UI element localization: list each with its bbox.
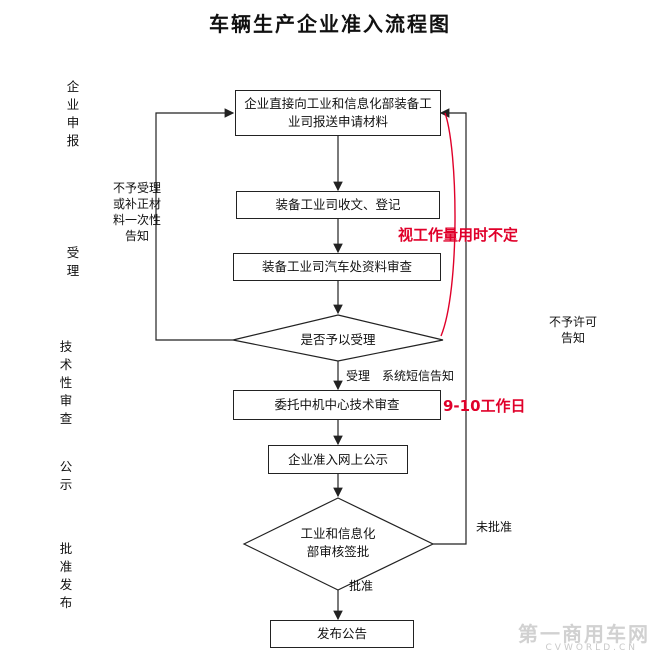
note-reject-right: 不予许可告知 (548, 315, 597, 345)
watermark-logo: 第一商用车网 (518, 622, 650, 646)
loop-reject-left (155, 108, 235, 341)
note-accepted: 受理 (346, 369, 371, 383)
note-sms: 系统短信告知 (382, 369, 455, 383)
stage-review: 技术性审查 (59, 339, 73, 426)
stage-approve: 批准发布 (59, 541, 73, 610)
decision-label: 是否予以受理 (300, 332, 376, 347)
watermark-url: CVWORLD.CN (545, 643, 638, 653)
stage-publicity: 公示 (59, 459, 73, 492)
diamond-ministry (242, 497, 435, 591)
note-not-approved: 未批准 (476, 520, 513, 534)
note-approved: 批准 (349, 579, 374, 593)
box-receive: 装备工业司收文、登记 (236, 191, 440, 219)
chart-title: 车辆生产企业准入流程图 (209, 12, 451, 36)
diamond-decision (232, 314, 444, 362)
stage-accept: 受理 (66, 245, 80, 278)
box-publish: 发布公告 (270, 620, 414, 648)
loop-not-approved (433, 108, 467, 545)
red-bracket (440, 112, 456, 337)
note-reject-left: 不予受理或补正材料一次性告知 (112, 181, 161, 243)
note-time-variable: 视工作量用时不定 (398, 226, 519, 244)
box-check: 装备工业司汽车处资料审查 (233, 253, 441, 281)
note-time-days: 9-10工作日 (443, 397, 526, 415)
box-public: 企业准入网上公示 (268, 445, 408, 474)
stage-apply: 企业申报 (66, 79, 80, 148)
box-tech-review: 委托中机中心技术审查 (233, 390, 441, 420)
box-submit: 企业直接向工业和信息化部装备工业司报送申请材料 (235, 90, 441, 136)
ministry-label: 工业和信息化部审核签批 (300, 526, 376, 559)
